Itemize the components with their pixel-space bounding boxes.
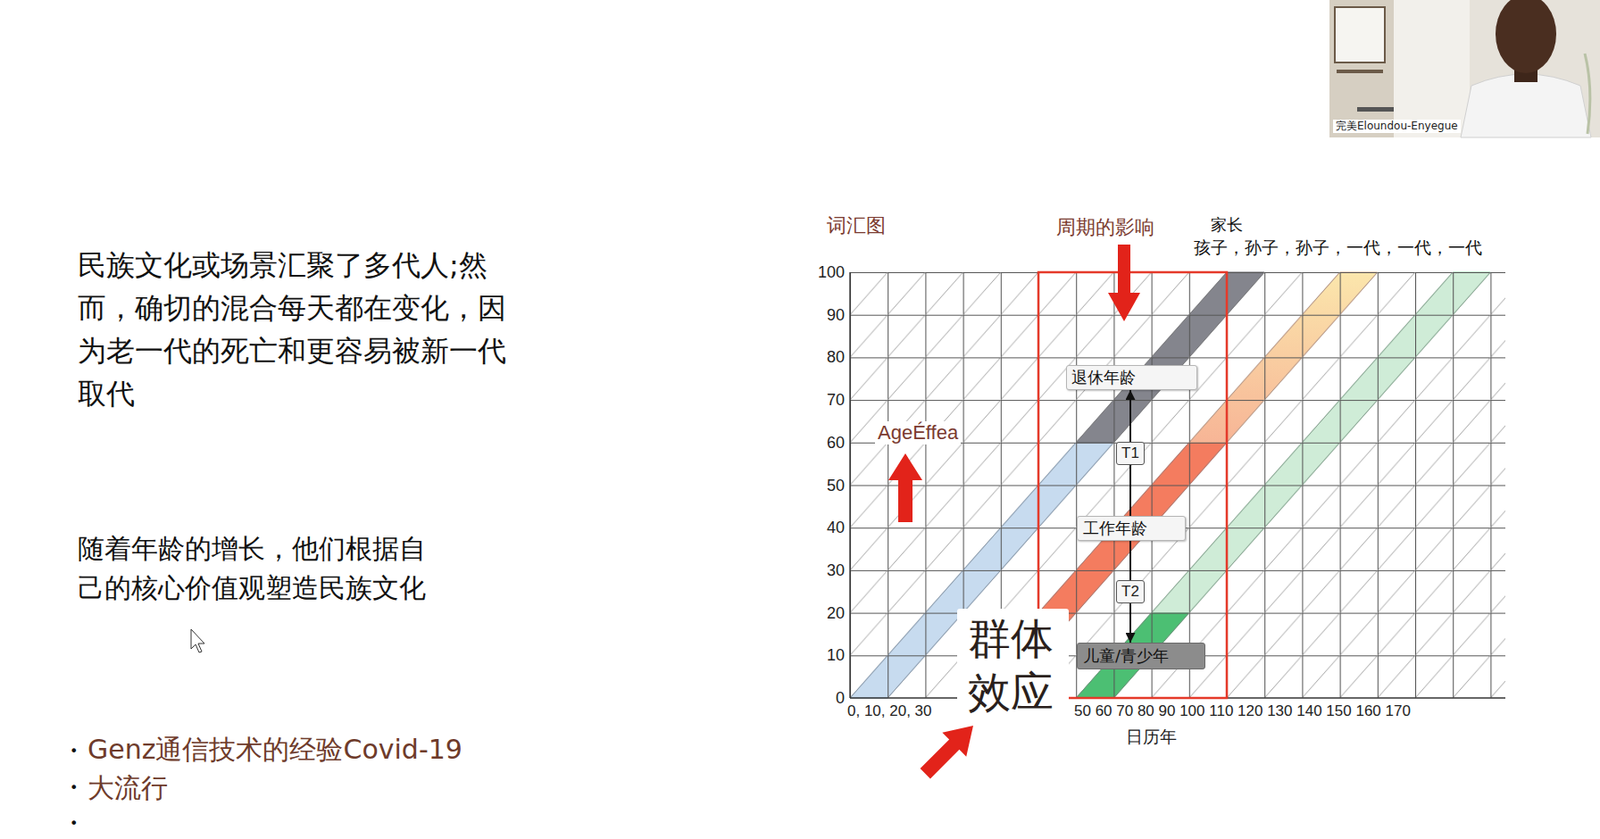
body-paragraph: 民族文化或场景汇聚了多代人;然而，确切的混合每天都在变化，因为老一代的死亡和更容… xyxy=(77,243,525,416)
effect-heading: 周期的影响 xyxy=(1056,216,1155,240)
node-text: 群体 效应 xyxy=(967,611,1059,719)
effect-heading-anchor: 周期的影响 xyxy=(1056,216,1155,240)
body-paragraph-anchor: 随着年龄的增长，他们根据自己的核心价值观塑造民族文化 xyxy=(77,529,435,609)
interval-label: T2 xyxy=(1116,580,1145,604)
axis-tick: 30 xyxy=(826,560,845,581)
body-paragraph: 随着年龄的增长，他们根据自己的核心价值观塑造民族文化 xyxy=(77,529,435,609)
bullet-mark-anchor: • xyxy=(69,779,78,798)
video-ground xyxy=(1329,0,1600,138)
axis-tick-anchor: 0 xyxy=(835,688,845,709)
bullet-item: Genz通信技术的经验Covid-19大流行 xyxy=(87,730,485,808)
axis-tick-anchor: 30 xyxy=(826,560,845,581)
person-head xyxy=(1495,0,1557,74)
node-text: 工作年龄 xyxy=(1083,519,1148,538)
axis-tick-anchor: 40 xyxy=(826,517,845,538)
axis-tick-anchor: 90 xyxy=(826,305,845,325)
axis-tick: 20 xyxy=(826,603,845,624)
axis-title: 日历年 xyxy=(1125,726,1177,747)
bookshelf xyxy=(1329,0,1394,138)
axis-tick: 90 xyxy=(826,305,845,325)
generation-label: 家长 xyxy=(1210,216,1243,234)
axis-tick: 60 xyxy=(826,433,845,453)
axis-tick-anchor: 80 xyxy=(826,347,845,367)
edge-label-anchor: T1 xyxy=(1116,441,1145,466)
axis-tick-anchor: 10 xyxy=(826,645,845,666)
bullet-mark: • xyxy=(69,742,78,761)
axis-tick: 40 xyxy=(826,517,845,538)
cohort-arrow xyxy=(913,714,986,787)
axis-tick: 100 xyxy=(817,262,845,283)
axis-tick: 80 xyxy=(826,347,845,367)
age-arrow xyxy=(888,453,923,523)
effect-heading: AgeÉffea xyxy=(875,421,961,445)
period-arrow xyxy=(1108,244,1141,322)
axis-tick: 50 xyxy=(826,475,845,496)
age-stage-box: 儿童/青少年 xyxy=(1076,642,1206,670)
wall xyxy=(1393,0,1470,138)
axis-tick: 50 60 70 80 90 100 110 120 130 140 150 1… xyxy=(1074,702,1411,721)
bullet-item-anchor: Genz通信技术的经验Covid-19大流行 xyxy=(87,730,485,808)
video-frame xyxy=(1329,0,1600,138)
generation-label: 孩子，孙子，孙子，一代，一代，一代 xyxy=(1193,237,1483,258)
axis-tick: 0, 10, 20, 30 xyxy=(847,702,933,721)
person-shirt xyxy=(1460,74,1592,138)
effect-heading-anchor: AgeÉffea xyxy=(875,421,961,445)
mouse-cursor xyxy=(191,629,205,653)
shelf-item xyxy=(1334,7,1385,63)
generation-label-anchor: 家长 xyxy=(1210,216,1243,234)
axis-tick-anchor: 50 60 70 80 90 100 110 120 130 140 150 1… xyxy=(1074,702,1411,721)
shelf-board xyxy=(1357,107,1395,112)
axis-tick-anchor: 60 xyxy=(826,433,845,453)
axis-tick-anchor: 0, 10, 20, 30 xyxy=(847,702,933,721)
generation-label-anchor: 孩子，孙子，孙子，一代，一代，一代 xyxy=(1193,237,1483,258)
lexis-grid xyxy=(850,272,1506,699)
axis-tick-anchor: 50 xyxy=(826,475,845,496)
plant-stem xyxy=(1584,53,1591,134)
node-text: 儿童/青少年 xyxy=(1083,646,1169,667)
body-paragraph-anchor: 民族文化或场景汇聚了多代人;然而，确切的混合每天都在变化，因为老一代的死亡和更容… xyxy=(77,243,525,416)
interval-label: T1 xyxy=(1116,441,1145,466)
axis-tick: 70 xyxy=(826,390,845,410)
bullet-mark: • xyxy=(69,779,78,798)
chart-title: 词汇图 xyxy=(826,214,886,238)
age-stage-box: 退休年龄 xyxy=(1066,365,1198,391)
node-text: 退休年龄 xyxy=(1071,368,1136,387)
axis-tick-anchor: 100 xyxy=(817,262,845,283)
video-tile: 完美Eloundou-Enyegue xyxy=(1329,0,1600,138)
chart-title-anchor: 词汇图 xyxy=(826,214,886,238)
shelf-board xyxy=(1336,69,1384,74)
axis-tick-anchor: 20 xyxy=(826,603,845,624)
bullet-mark: • xyxy=(69,815,78,834)
node-text: 完美Eloundou-Enyegue xyxy=(1333,119,1461,134)
cohort-label-box: 群体 效应 xyxy=(957,608,1069,722)
axis-tick: 0 xyxy=(835,688,845,709)
axis-tick-anchor: 70 xyxy=(826,390,845,410)
axis-title-anchor: 日历年 xyxy=(1125,726,1177,747)
axis-tick: 10 xyxy=(826,645,845,666)
bullet-mark-anchor: • xyxy=(69,815,78,834)
age-stage-box: 工作年龄 xyxy=(1076,516,1186,542)
edge-label-anchor: T2 xyxy=(1116,580,1145,604)
y-axis xyxy=(849,272,850,699)
bullet-mark-anchor: • xyxy=(69,742,78,761)
